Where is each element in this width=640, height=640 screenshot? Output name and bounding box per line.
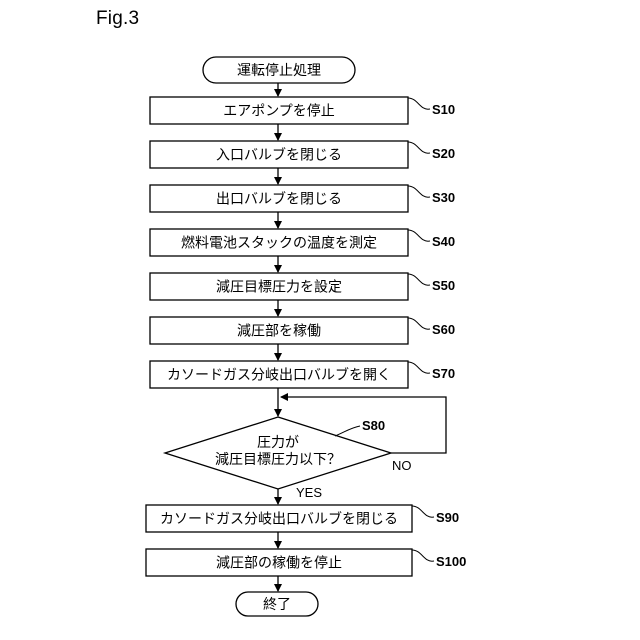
step-leader-line: [408, 274, 430, 285]
step-id-s100: S100: [436, 554, 466, 569]
end-label: 終了: [263, 597, 291, 613]
process-box-s70: カソードガス分岐出口バルブを開く S70: [150, 361, 455, 388]
start-label: 運転停止処理: [237, 62, 321, 79]
step-leader-line: [412, 506, 434, 517]
step-leader-line: [412, 550, 434, 561]
yes-label: YES: [296, 485, 322, 500]
process-box-s50: 減圧目標圧力を設定 S50: [150, 273, 455, 300]
step-id-s10: S10: [432, 102, 455, 117]
process-label: カソードガス分岐出口バルブを開く: [167, 367, 391, 384]
decision-line2: 減圧目標圧力以下？: [215, 451, 341, 468]
process-box-s20: 入口バルブを閉じる S20: [150, 141, 455, 168]
step-id-s30: S30: [432, 190, 455, 205]
step-leader-line: [408, 318, 430, 329]
step-leader-line: [408, 186, 430, 197]
end-terminal: 終了: [236, 592, 318, 616]
step-leader-line: [408, 98, 430, 109]
process-label: カソードガス分岐出口バルブを閉じる: [160, 511, 398, 528]
decision-line1: 圧力が: [257, 435, 299, 451]
process-label: 入口バルブを閉じる: [216, 147, 342, 164]
process-label: 燃料電池スタックの温度を測定: [181, 235, 377, 252]
process-box-s60: 減圧部を稼働 S60: [150, 317, 455, 344]
process-label: エアポンプを停止: [223, 103, 335, 120]
step-id-s20: S20: [432, 146, 455, 161]
process-box-s100: 減圧部の稼働を停止 S100: [146, 549, 466, 576]
process-box-s40: 燃料電池スタックの温度を測定 S40: [150, 229, 455, 256]
process-label: 減圧部を稼働: [237, 323, 321, 340]
step-id-s90: S90: [436, 510, 459, 525]
start-terminal: 運転停止処理: [203, 57, 355, 83]
step-id-s40: S40: [432, 234, 455, 249]
decision-s80: 圧力が 減圧目標圧力以下？ S80 NO YES: [165, 397, 446, 500]
step-id-s70: S70: [432, 366, 455, 381]
process-box-s30: 出口バルブを閉じる S30: [150, 185, 455, 212]
no-label: NO: [392, 458, 412, 473]
process-label: 減圧目標圧力を設定: [216, 279, 342, 296]
step-id-s80: S80: [362, 418, 385, 433]
process-box-s10: エアポンプを停止 S10: [150, 97, 455, 124]
process-label: 出口バルブを閉じる: [216, 191, 342, 208]
process-box-s90: カソードガス分岐出口バルブを閉じる S90: [146, 505, 459, 532]
step-leader-line: [408, 142, 430, 153]
process-label: 減圧部の稼働を停止: [216, 555, 342, 572]
step-id-s60: S60: [432, 322, 455, 337]
step-id-s50: S50: [432, 278, 455, 293]
step-leader-line: [408, 362, 430, 373]
step-leader-line: [408, 230, 430, 241]
